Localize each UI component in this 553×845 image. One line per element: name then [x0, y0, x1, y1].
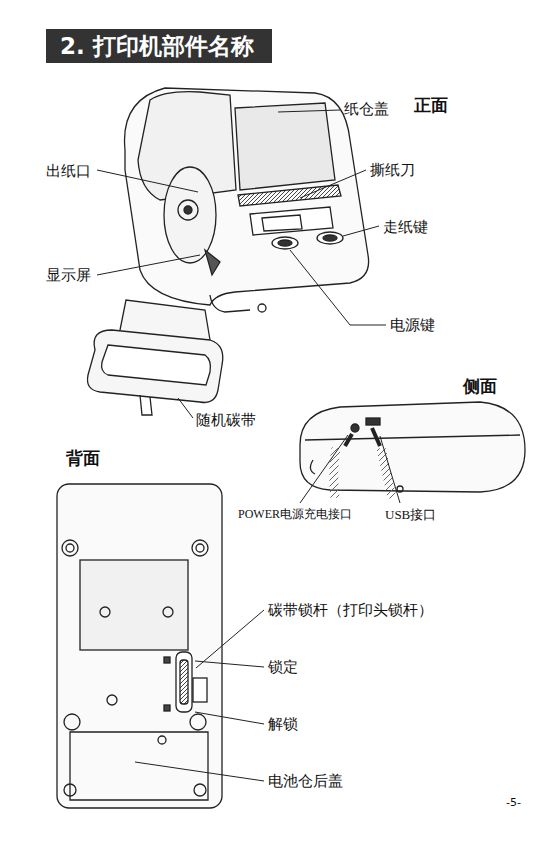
view-heading: 背面 [66, 448, 100, 468]
part-label: 纸仓盖 [344, 100, 389, 118]
part-label: 碳带锁杆（打印头锁杆） [268, 601, 433, 619]
page-number: -5- [506, 796, 521, 809]
view-heading: 正面 [414, 95, 448, 115]
part-label: 解锁 [268, 715, 298, 733]
part-label: 走纸键 [383, 218, 428, 236]
part-label: 撕纸刀 [370, 161, 415, 179]
section-heading: 2. 打印机部件名称 [46, 29, 272, 63]
view-heading: 侧面 [463, 376, 497, 396]
part-label: USB接口 [385, 507, 436, 523]
part-label: 出纸口 [46, 162, 91, 180]
part-label: 电池仓后盖 [268, 772, 343, 790]
part-label: 显示屏 [46, 266, 91, 284]
part-label: 电源键 [390, 316, 435, 334]
part-label: 锁定 [268, 658, 298, 676]
part-label: 随机碳带 [196, 411, 256, 429]
part-label: POWER电源充电接口 [238, 507, 352, 521]
